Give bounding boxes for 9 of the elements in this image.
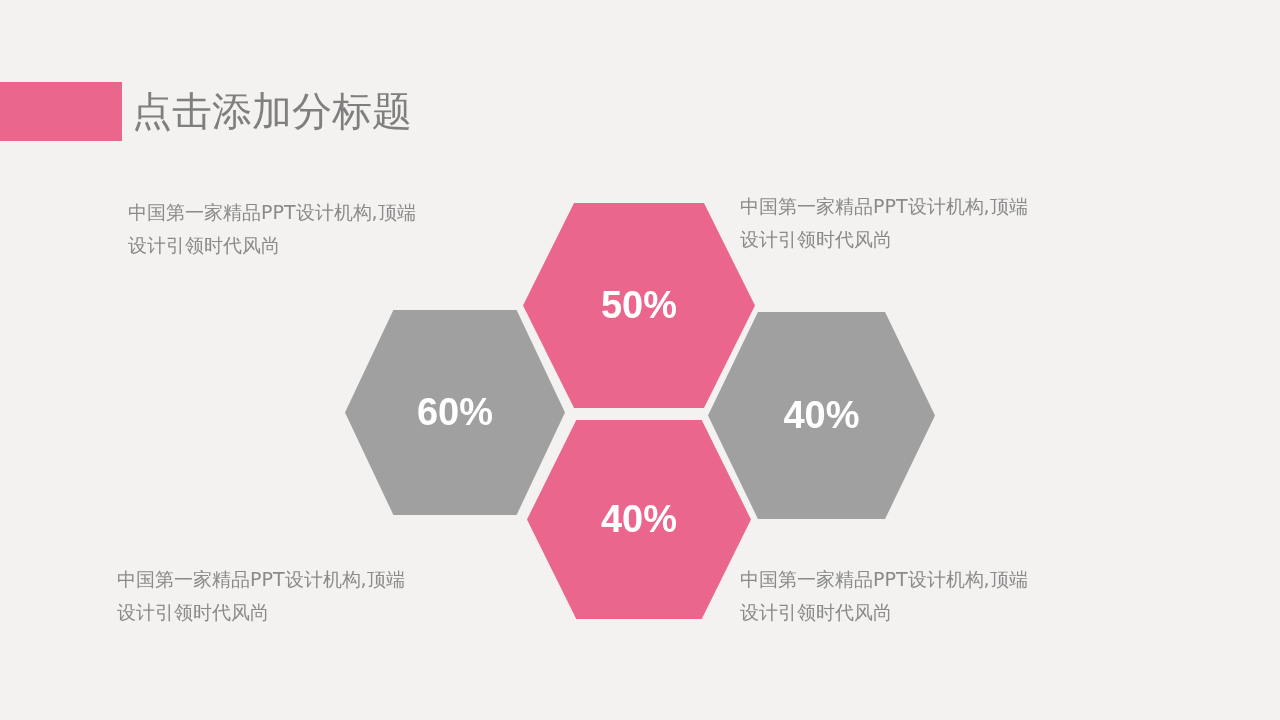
percentage-value: 60% <box>416 390 494 435</box>
description-text: 中国第一家精品PPT设计机构,顶端设计引领时代风尚 <box>117 567 406 625</box>
percentage-value: 40% <box>600 497 678 542</box>
description-text: 中国第一家精品PPT设计机构,顶端设计引领时代风尚 <box>740 194 1029 252</box>
description-text: 中国第一家精品PPT设计机构,顶端设计引领时代风尚 <box>128 200 417 258</box>
description-text: 中国第一家精品PPT设计机构,顶端设计引领时代风尚 <box>740 567 1029 625</box>
percentage-value: 50% <box>600 283 678 328</box>
title: 点击添加分标题 <box>132 87 412 136</box>
percentage-value: 40% <box>783 393 860 438</box>
